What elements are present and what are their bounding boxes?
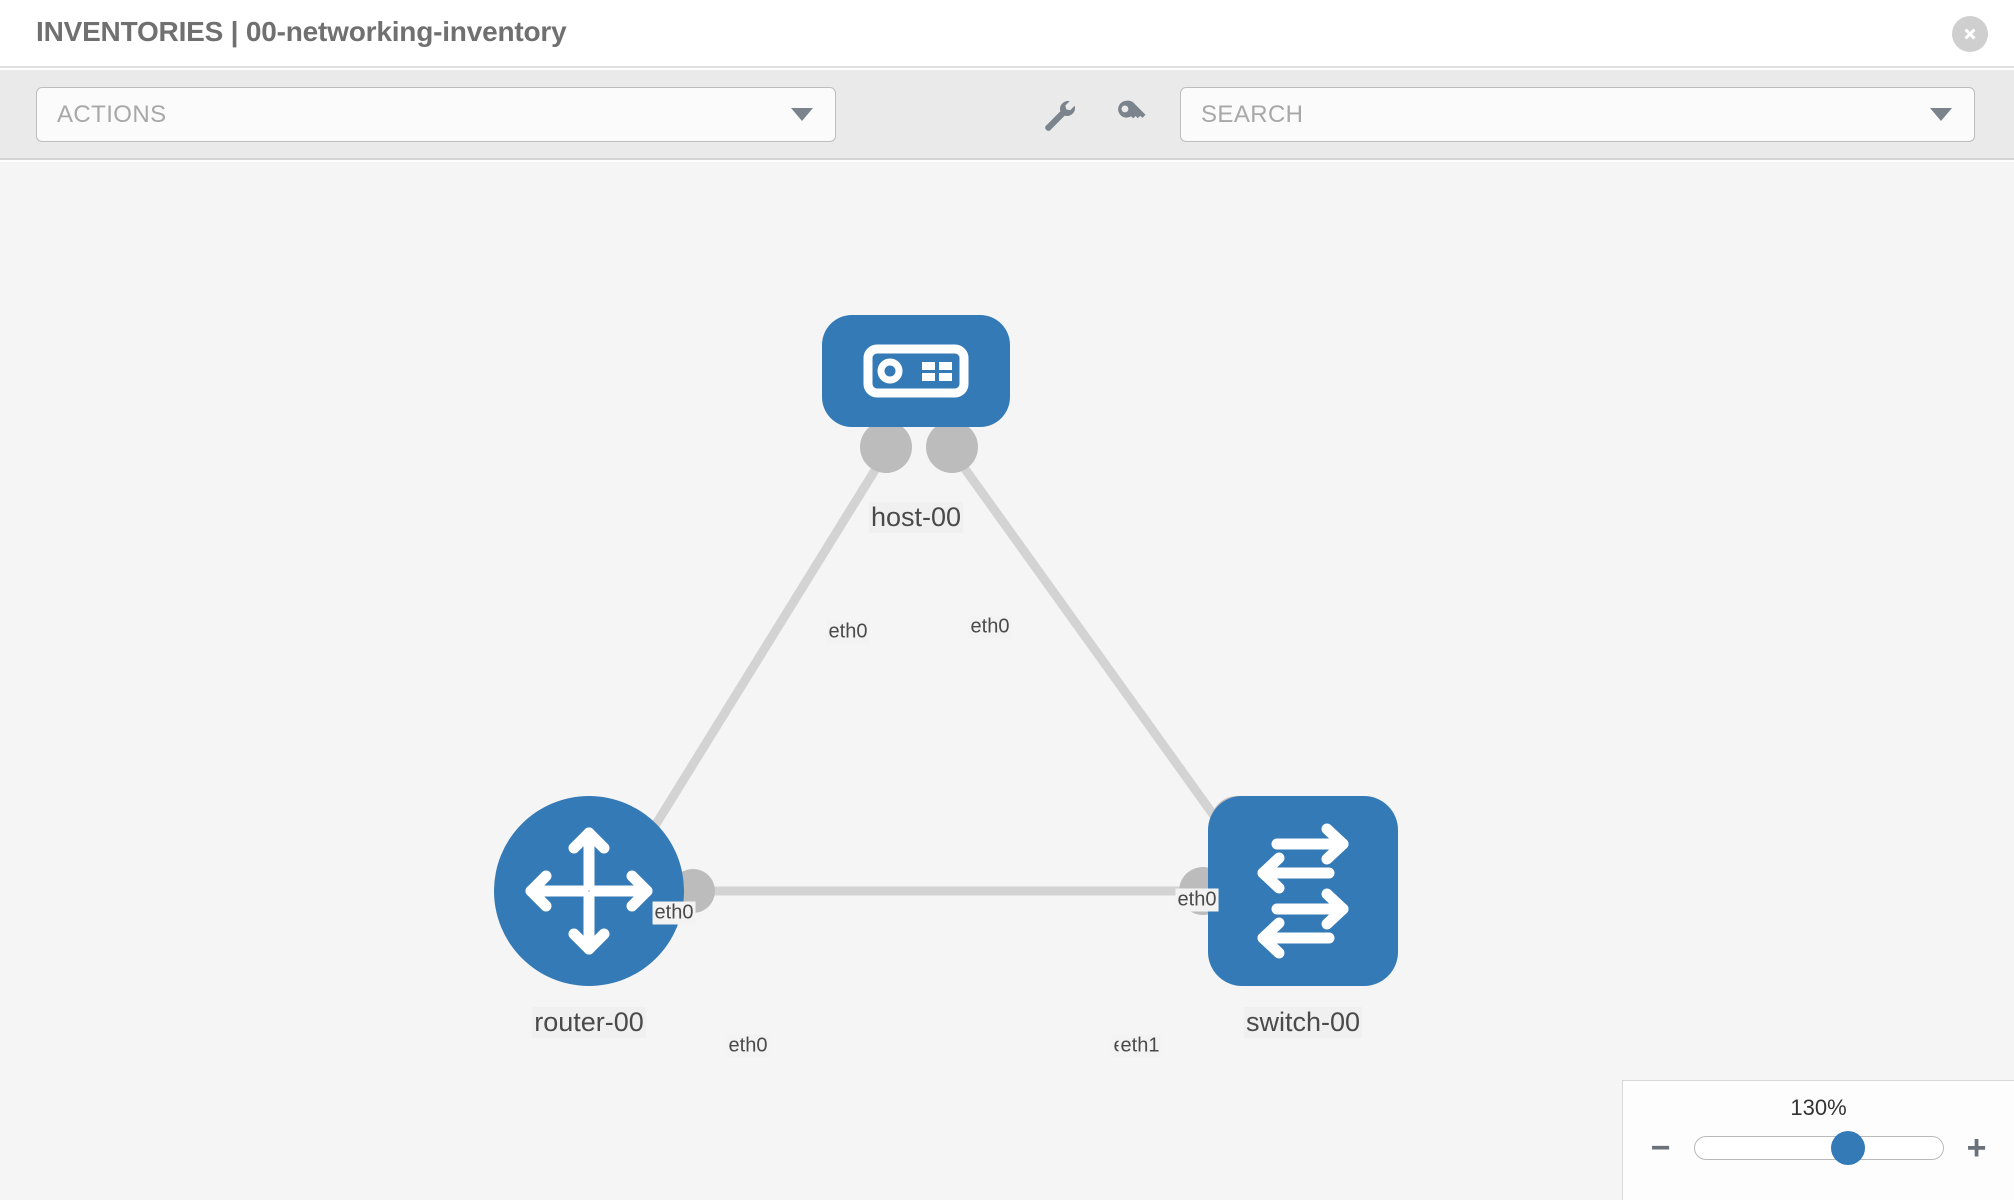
node-host-00[interactable] xyxy=(822,315,1010,427)
wrench-icon[interactable] xyxy=(1040,96,1076,132)
topology-canvas[interactable]: host-00 router-00 switch-00 eth0 eth0 et… xyxy=(0,162,2014,1200)
router-icon xyxy=(525,827,653,955)
link-host-router[interactable] xyxy=(636,459,884,853)
header-bar: INVENTORIES | 00-networking-inventory xyxy=(0,0,2014,68)
iface-label: eth0 xyxy=(968,615,1012,639)
zoom-control-row: − + xyxy=(1623,1129,2014,1167)
iface-label: eth0 xyxy=(826,620,870,644)
nub-host-left xyxy=(860,421,912,473)
topology-links xyxy=(636,459,1244,896)
chevron-down-icon xyxy=(1930,108,1952,121)
node-label-router-00: router-00 xyxy=(532,1007,646,1038)
iface-label: eth0 xyxy=(652,901,696,925)
node-label-host-00: host-00 xyxy=(868,502,964,533)
actions-dropdown[interactable]: ACTIONS xyxy=(36,87,836,142)
key-icon[interactable] xyxy=(1114,96,1150,132)
close-icon[interactable] xyxy=(1952,16,1988,52)
search-placeholder: SEARCH xyxy=(1201,100,1304,128)
link-host-switch[interactable] xyxy=(956,459,1244,855)
node-switch-00[interactable] xyxy=(1208,796,1398,986)
page-title: INVENTORIES | 00-networking-inventory xyxy=(36,16,567,47)
zoom-slider[interactable] xyxy=(1693,1131,1944,1165)
node-switch-00-shape[interactable] xyxy=(1208,796,1398,986)
node-router-00-shape[interactable] xyxy=(494,796,684,986)
iface-label: eth1 xyxy=(1118,1034,1162,1058)
topology-connectors xyxy=(671,421,1263,915)
zoom-slider-thumb[interactable] xyxy=(1831,1131,1866,1165)
iface-label: eth0 xyxy=(726,1034,770,1058)
close-glyph xyxy=(1964,28,1976,40)
search-input[interactable]: SEARCH xyxy=(1180,87,1975,142)
iface-label: eth0 xyxy=(1175,888,1219,912)
node-router-00[interactable] xyxy=(494,796,684,986)
topology-graph xyxy=(494,315,1398,986)
nub-host-right xyxy=(926,421,978,473)
node-label-switch-00: switch-00 xyxy=(1243,1007,1363,1038)
zoom-control-panel: 130% − + xyxy=(1622,1080,2014,1200)
server-icon xyxy=(863,344,969,398)
zoom-out-button[interactable]: − xyxy=(1650,1129,1671,1167)
toolbar-icons xyxy=(1040,96,1150,132)
switch-icon xyxy=(1257,823,1349,959)
zoom-in-button[interactable]: + xyxy=(1966,1129,1987,1167)
chevron-down-icon xyxy=(791,108,813,121)
toolbar: ACTIONS SEARCH xyxy=(0,70,2014,160)
node-host-00-shape[interactable] xyxy=(822,315,1010,427)
actions-dropdown-label: ACTIONS xyxy=(57,100,167,128)
zoom-level-value: 130% xyxy=(1790,1095,1847,1120)
